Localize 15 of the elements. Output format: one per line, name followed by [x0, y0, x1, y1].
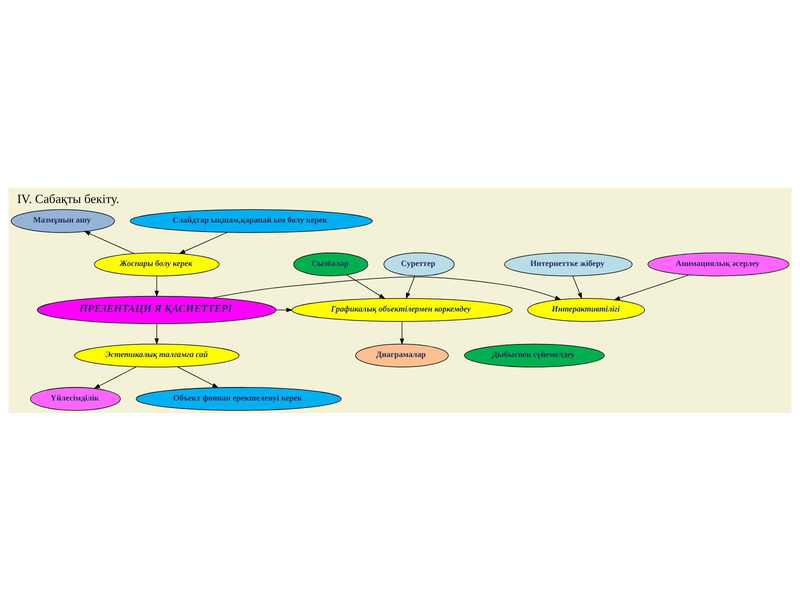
arrow: [154, 323, 159, 344]
arrow: [154, 275, 159, 297]
arrow: [94, 366, 137, 388]
diagram-title: IV. Сабақты бекіту.: [17, 192, 120, 206]
node-ellipse: ПРЕЗЕНТАЦИ Я ҚАСИЕТТЕРІ: [36, 295, 277, 324]
arrow: [178, 232, 228, 254]
arrow: [406, 275, 416, 299]
arrow: [346, 274, 386, 298]
arrow: [212, 276, 562, 300]
arrow: [614, 274, 690, 300]
arrow: [276, 307, 293, 312]
arrow: [400, 320, 404, 344]
arrow: [84, 230, 134, 254]
arrow: [572, 275, 582, 299]
arrow: [177, 366, 219, 388]
